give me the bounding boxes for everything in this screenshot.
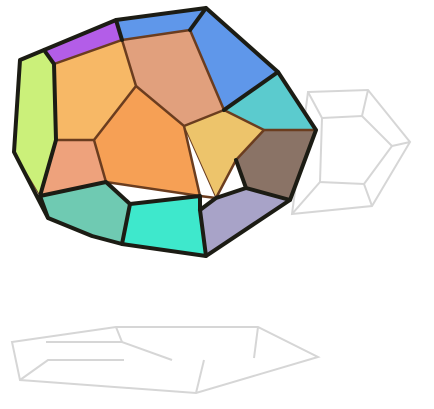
right-shadow-edge: [364, 184, 372, 206]
bottom-shadow-projection: [12, 327, 318, 393]
bottom-shadow-edge: [254, 327, 258, 358]
bottom-shadow-edge: [116, 327, 122, 342]
right-shadow-edge: [308, 92, 322, 118]
right-shadow-edge: [362, 90, 368, 116]
bottom-shadow-edge: [196, 360, 204, 393]
bottom-shadow-edge: [20, 360, 124, 380]
bottom-shadow-edge: [46, 342, 172, 360]
right-shadow-inner-pentagon: [320, 116, 392, 184]
